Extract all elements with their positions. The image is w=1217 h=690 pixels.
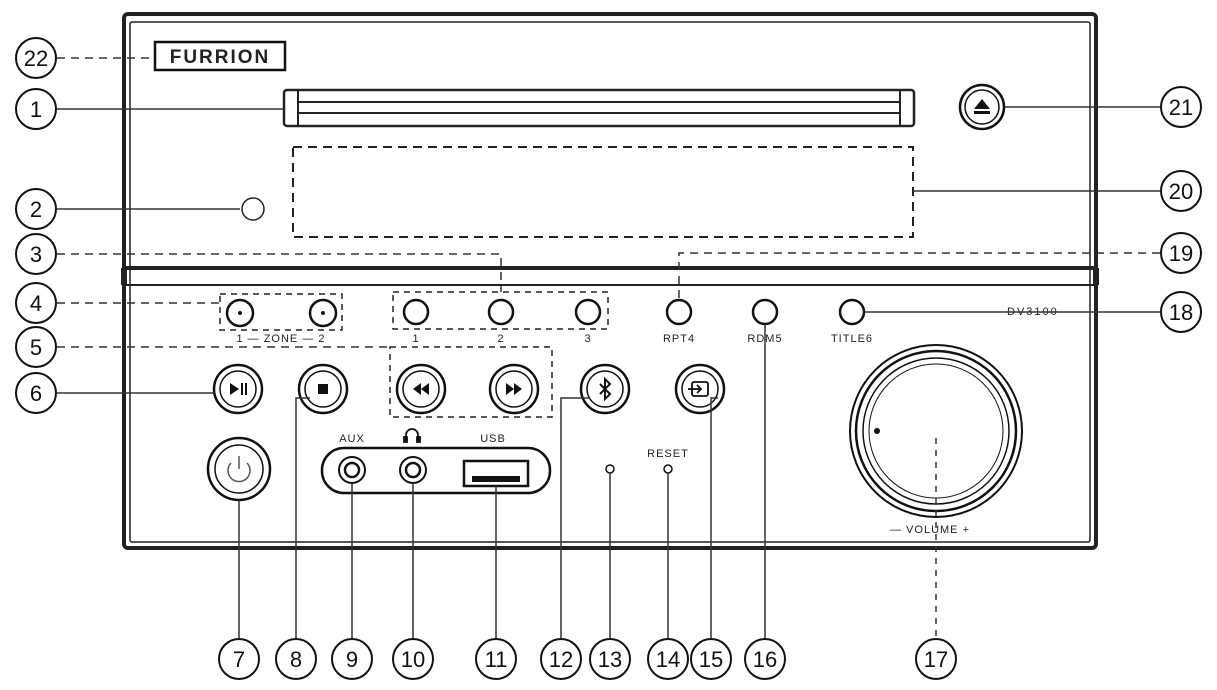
callout-4: 4 — [15, 282, 57, 324]
aux-label: AUX — [339, 433, 365, 445]
power-button[interactable] — [206, 436, 272, 502]
callout-5: 5 — [15, 326, 57, 368]
callout-1: 1 — [15, 88, 57, 130]
brand-name: FURRION — [170, 47, 271, 68]
eject-button[interactable] — [958, 83, 1006, 131]
stop-button[interactable] — [297, 363, 349, 415]
callout-9: 9 — [331, 638, 373, 680]
callout-13: 13 — [589, 638, 631, 680]
preset-1-button[interactable] — [402, 298, 430, 326]
fast-forward-button[interactable] — [488, 363, 540, 415]
headphones-icon — [403, 428, 421, 443]
leader-lines — [57, 57, 1160, 638]
skip-group-outline — [389, 346, 553, 418]
stop-icon — [318, 384, 328, 394]
display-window — [292, 146, 914, 238]
ir-sensor — [241, 197, 265, 221]
volume-label: — VOLUME + — [890, 524, 970, 536]
callout-number: 12 — [549, 647, 573, 672]
callout-number: 13 — [598, 647, 622, 672]
preset-1-label: 1 — [412, 333, 419, 345]
preset-2-label: 2 — [497, 333, 504, 345]
callout-11: 11 — [475, 638, 517, 680]
callout-number: 1 — [30, 97, 42, 122]
usb-label: USB — [480, 433, 506, 445]
title-button[interactable] — [838, 298, 866, 326]
callout-number: 8 — [290, 647, 302, 672]
callout-number: 19 — [1169, 241, 1193, 266]
zone-label: 1 — ZONE — 2 — [236, 333, 325, 345]
repeat-label: RPT4 — [663, 333, 695, 345]
callout-7: 7 — [218, 638, 260, 680]
callout-number: 22 — [24, 46, 48, 71]
play-pause-icon — [230, 383, 247, 395]
aux-jack[interactable] — [338, 456, 366, 484]
source-input-icon — [688, 381, 709, 397]
preset-3-button[interactable] — [574, 298, 602, 326]
callout-number: 16 — [753, 647, 777, 672]
zone-2-button[interactable] — [308, 298, 338, 328]
usb-port[interactable] — [462, 459, 530, 488]
volume-indicator-dot — [874, 428, 880, 434]
power-icon — [227, 456, 251, 483]
zone-group-outline — [219, 293, 343, 331]
fast-forward-icon — [506, 383, 522, 395]
callout-12: 12 — [540, 638, 582, 680]
callout-6: 6 — [15, 372, 57, 414]
callout-2: 2 — [15, 188, 57, 230]
headphone-jack[interactable] — [399, 456, 427, 484]
volume-knob[interactable] — [849, 344, 1023, 518]
callout-22: 22 — [15, 37, 57, 79]
disc-slot — [282, 88, 916, 128]
zone-1-button[interactable] — [225, 298, 255, 328]
bluetooth-icon — [599, 376, 612, 402]
reset-label: RESET — [647, 448, 689, 460]
preset-group-outline — [392, 291, 609, 330]
preset-3-label: 3 — [584, 333, 591, 345]
callout-17: 17 — [915, 638, 957, 680]
callout-14: 14 — [647, 638, 689, 680]
callout-number: 3 — [30, 242, 42, 267]
callout-number: 18 — [1169, 300, 1193, 325]
callout-16: 16 — [744, 638, 786, 680]
callout-18: 18 — [1160, 291, 1202, 333]
play-pause-button[interactable] — [212, 363, 264, 415]
title-label: TITLE6 — [831, 333, 873, 345]
input-port-panel — [320, 446, 552, 495]
callout-number: 2 — [30, 197, 42, 222]
callout-20: 20 — [1160, 170, 1202, 212]
callout-3: 3 — [15, 233, 57, 275]
callout-21: 21 — [1160, 86, 1202, 128]
callout-number: 20 — [1169, 179, 1193, 204]
callout-number: 5 — [30, 335, 42, 360]
callout-number: 4 — [30, 291, 42, 316]
callout-number: 21 — [1169, 95, 1193, 120]
callout-number: 10 — [401, 647, 425, 672]
callout-number: 6 — [30, 381, 42, 406]
eject-icon — [974, 99, 990, 114]
brand-logo: FURRION — [153, 40, 287, 72]
rewind-button[interactable] — [395, 363, 447, 415]
callout-number: 17 — [924, 647, 948, 672]
callout-8: 8 — [275, 638, 317, 680]
microphone-hole — [605, 464, 615, 474]
callout-19: 19 — [1160, 232, 1202, 274]
source-button[interactable] — [674, 363, 726, 415]
rewind-icon — [413, 383, 429, 395]
callout-number: 15 — [699, 647, 723, 672]
preset-2-button[interactable] — [487, 298, 515, 326]
repeat-button[interactable] — [665, 298, 693, 326]
bluetooth-button[interactable] — [579, 363, 631, 415]
callout-number: 14 — [656, 647, 680, 672]
callout-number: 11 — [485, 647, 508, 672]
random-button[interactable] — [751, 298, 779, 326]
callout-10: 10 — [392, 638, 434, 680]
callout-15: 15 — [690, 638, 732, 680]
reset-pinhole[interactable] — [663, 464, 673, 474]
callout-number: 9 — [346, 647, 358, 672]
callout-number: 7 — [233, 647, 245, 672]
